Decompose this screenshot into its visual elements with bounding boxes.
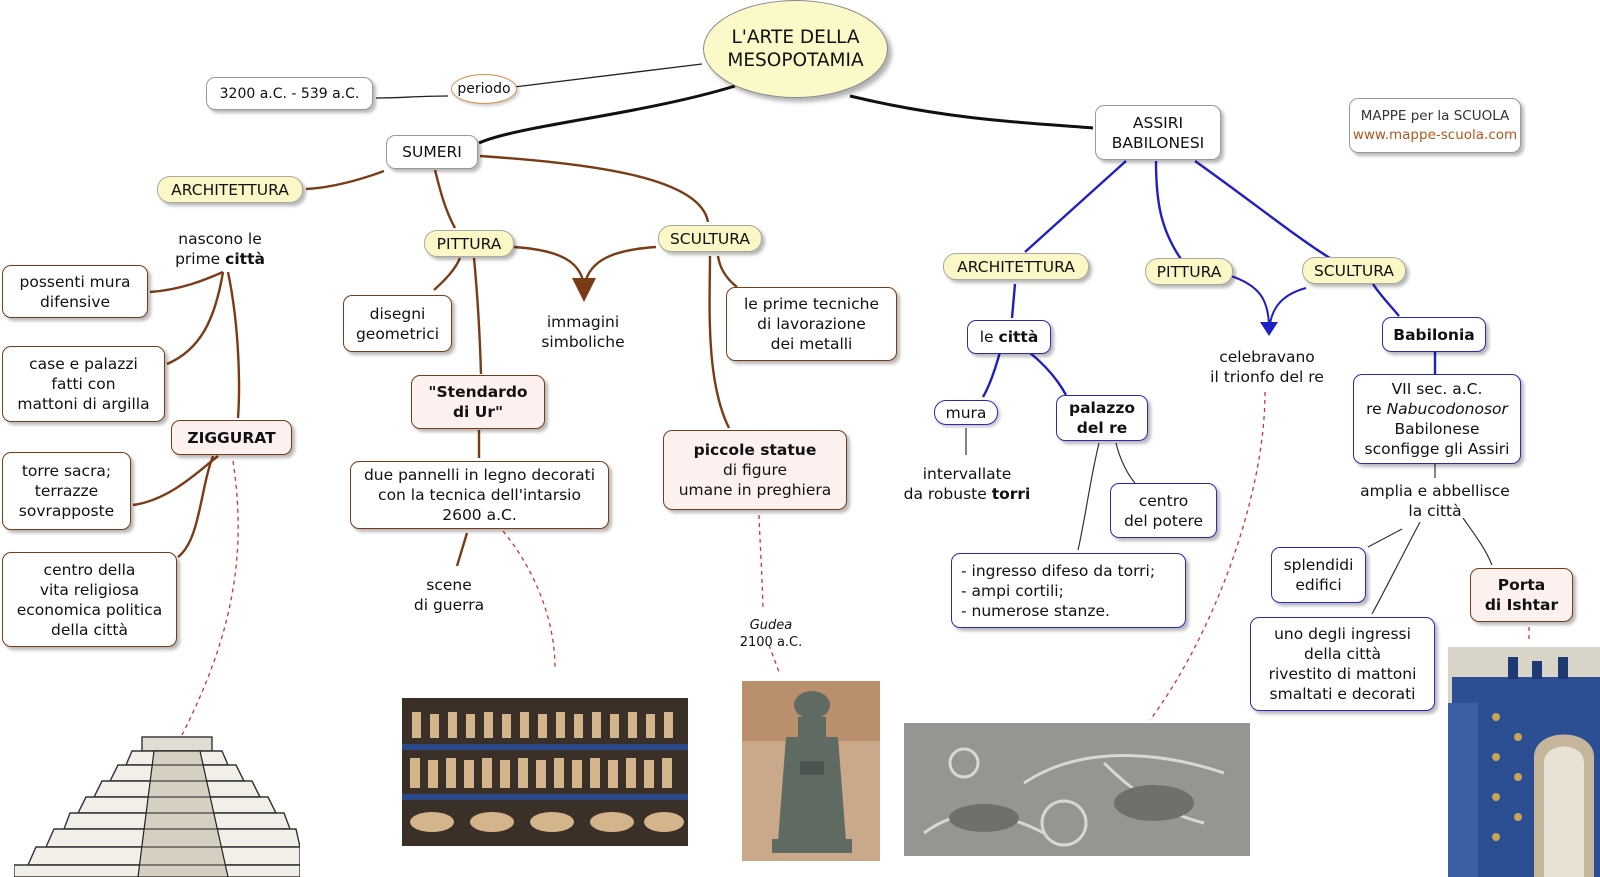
assiri-babilonesi-node: ASSIRI BABILONESI <box>1095 105 1221 160</box>
palazzo-features-list: - ingresso difeso da torri; - ampi corti… <box>951 553 1186 628</box>
le-citta-node: le città <box>967 320 1051 354</box>
sumeri-architettura-node: ARCHITETTURA <box>157 176 303 203</box>
gudea-statue-image <box>742 681 880 861</box>
due-pannelli-node: due pannelli in legno decorati con la te… <box>350 461 609 529</box>
stendardo-ur-node: "Stendardo di Ur" <box>411 375 545 429</box>
palazzo-re-node: palazzo del re <box>1056 395 1148 441</box>
centro-potere-node: centro del potere <box>1110 483 1217 538</box>
case-palazzi-node: case e palazzi fatti con mattoni di argi… <box>2 346 165 422</box>
map-title: L'ARTE DELLA MESOPOTAMIA <box>703 0 888 98</box>
gudea-caption: Gudea 2100 a.C. <box>739 618 803 650</box>
celebravano-trionfo-text: celebravano il trionfo del re <box>1210 348 1324 386</box>
intervallate-torri-text: intervallate da robuste torri <box>903 465 1031 503</box>
centro-vita-node: centro della vita religiosa economica po… <box>2 552 177 647</box>
possenti-mura-node: possenti mura difensive <box>2 265 148 318</box>
ziggurat-illustration <box>14 736 300 877</box>
disegni-geometrici-node: disegni geometrici <box>343 295 452 352</box>
nabucodonosor-node: VII sec. a.C. re Nabucodonosor Babilones… <box>1353 374 1521 464</box>
amplia-citta-text: amplia e abbellisce la città <box>1360 482 1510 520</box>
periodo-label: periodo <box>451 74 517 104</box>
babilonia-node: Babilonia <box>1382 317 1486 352</box>
piccole-statue-node: piccole statue di figure umane in preghi… <box>663 430 847 510</box>
assyrian-relief-image <box>904 723 1250 856</box>
assiri-scultura-node: SCULTURA <box>1302 257 1406 284</box>
immagini-simboliche-text: immagini simboliche <box>541 312 625 351</box>
porta-ishtar-node: Porta di Ishtar <box>1470 568 1573 622</box>
torre-sacra-node: torre sacra; terrazze sovrapposte <box>2 452 131 530</box>
assiri-architettura-node: ARCHITETTURA <box>943 253 1089 280</box>
brand-badge: MAPPE per la SCUOLA www.mappe-scuola.com <box>1349 98 1521 153</box>
scene-guerra-text: scene di guerra <box>413 576 485 614</box>
sumeri-scultura-node: SCULTURA <box>658 225 762 252</box>
tecniche-metalli-node: le prime tecniche di lavorazione dei met… <box>726 287 897 361</box>
sumeri-pittura-node: PITTURA <box>424 230 514 257</box>
nascono-citta-text: nascono le prime città <box>175 229 265 268</box>
ishtar-gate-image <box>1448 647 1600 877</box>
assiri-pittura-node: PITTURA <box>1145 258 1233 285</box>
ziggurat-node: ZIGGURAT <box>171 420 292 455</box>
splendidi-edifici-node: splendidi edifici <box>1271 547 1366 603</box>
mura-node: mura <box>934 400 998 425</box>
stendardo-ur-image <box>402 698 688 846</box>
period-dates: 3200 a.C. - 539 a.C. <box>206 77 373 110</box>
sumeri-node: SUMERI <box>386 135 478 169</box>
uno-ingressi-node: uno degli ingressi della città rivestito… <box>1250 617 1435 711</box>
